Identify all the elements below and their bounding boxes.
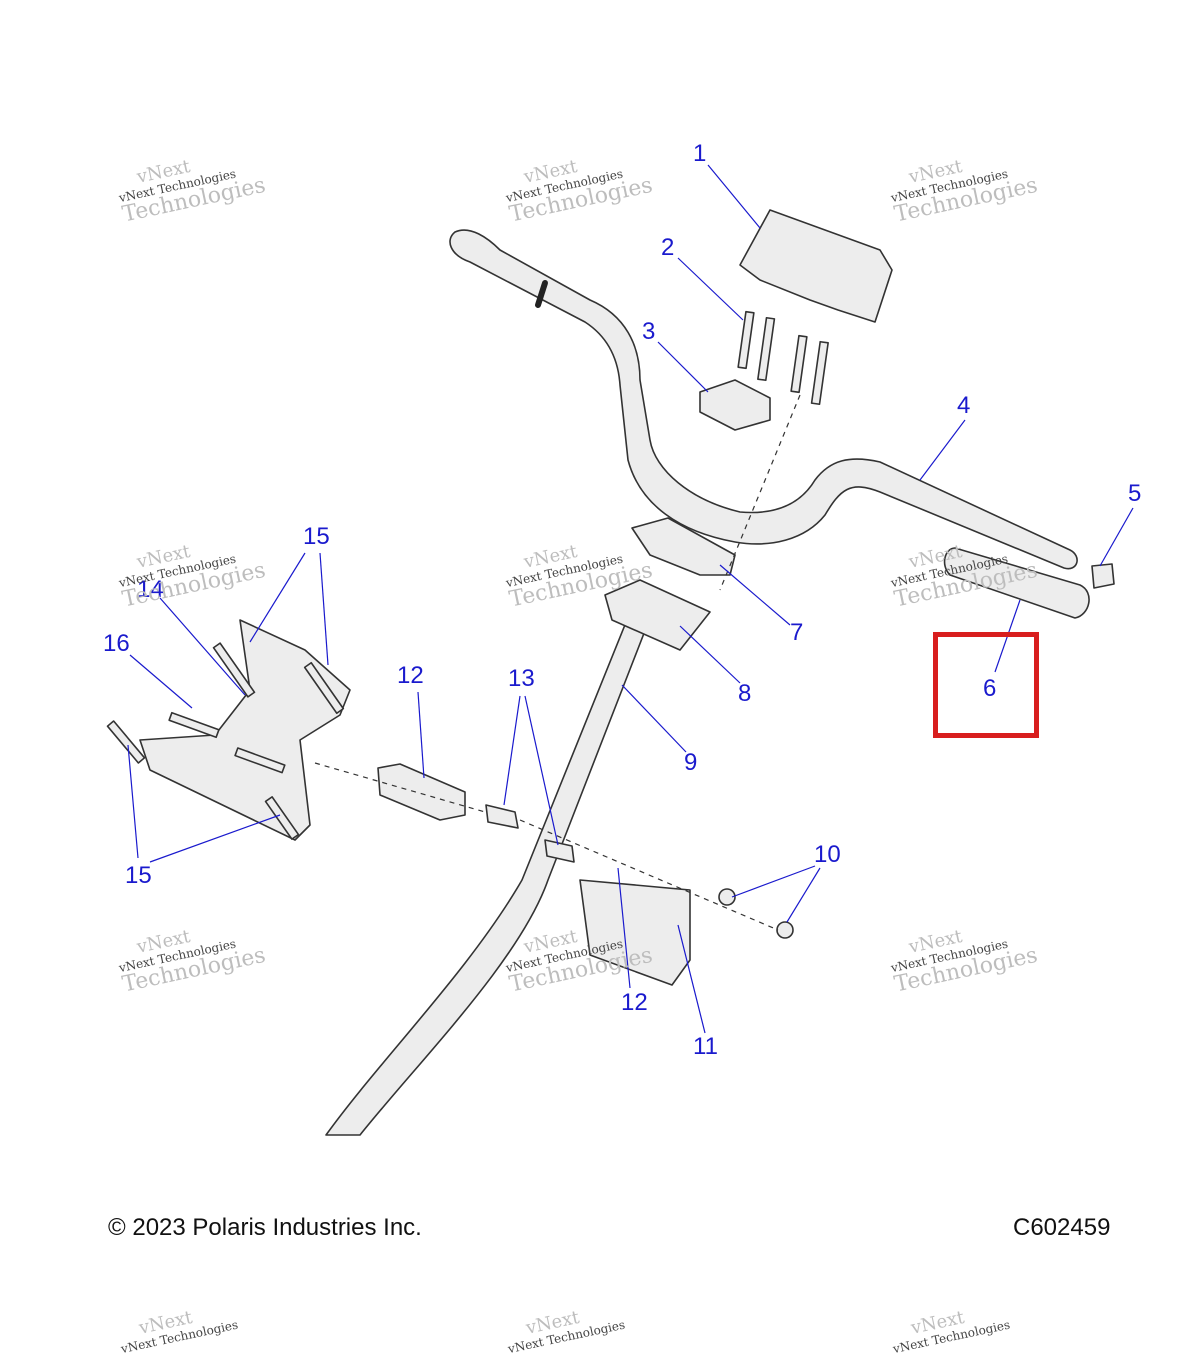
end-cap: [1091, 563, 1115, 589]
lower-clamp: [631, 517, 736, 576]
mount-plate: [139, 619, 351, 841]
clamp-block: [377, 763, 466, 821]
callout-12-lower: 12: [621, 989, 648, 1016]
callout-12-upper: 12: [397, 662, 424, 689]
callout-16: 16: [103, 630, 130, 657]
lower-bracket: [579, 879, 691, 986]
handlebar-cover: [739, 209, 893, 323]
callout-3: 3: [642, 318, 656, 345]
callout-1: 1: [693, 140, 707, 167]
callout-9: 9: [684, 749, 698, 776]
callout-11: 11: [693, 1033, 718, 1060]
copyright-text: © 2023 Polaris Industries Inc.: [108, 1214, 422, 1241]
callout-7: 7: [790, 619, 804, 646]
callout-6: 6: [983, 675, 997, 702]
callout-15-upper: 15: [303, 523, 330, 550]
riser-bracket: [604, 579, 711, 651]
callout-8: 8: [738, 680, 752, 707]
callout-14: 14: [137, 576, 164, 603]
diagram-code: C602459: [1013, 1214, 1111, 1241]
callout-13: 13: [508, 665, 535, 692]
steering-tube: [325, 599, 656, 1136]
callout-2: 2: [661, 234, 675, 261]
callout-15-lower: 15: [125, 862, 152, 889]
upper-clamp: [699, 379, 771, 431]
callout-5: 5: [1128, 480, 1142, 507]
callout-10: 10: [814, 841, 841, 868]
grip: [943, 547, 1090, 619]
highlight-box: [933, 632, 1039, 738]
callout-4: 4: [957, 392, 971, 419]
handlebar: [449, 229, 1078, 570]
